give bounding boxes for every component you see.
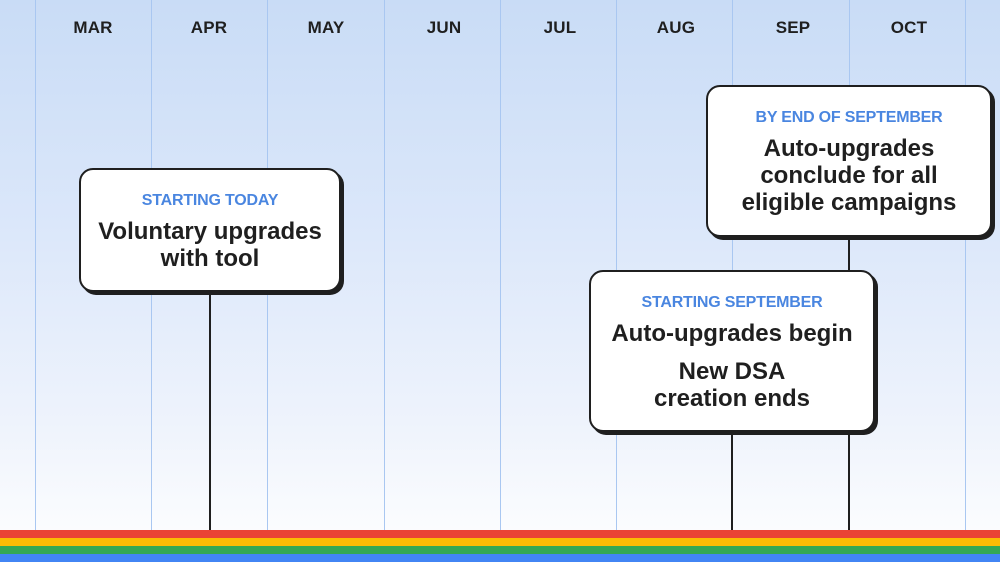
milestone-eyebrow: STARTING TODAY bbox=[141, 192, 279, 209]
month-label: APR bbox=[190, 18, 228, 37]
milestone-title-line: Voluntary upgrades bbox=[98, 218, 322, 245]
month-label: SEP bbox=[775, 18, 811, 37]
connector-begin bbox=[731, 432, 733, 530]
month-label: OCT bbox=[890, 18, 928, 37]
month-label: JUN bbox=[426, 18, 462, 37]
grid-line bbox=[616, 0, 617, 530]
milestone-title: Auto-upgrades conclude for all eligible … bbox=[708, 135, 990, 216]
stripe-red bbox=[0, 530, 1000, 538]
connector-voluntary bbox=[209, 292, 211, 530]
milestone-title-line: creation ends bbox=[653, 385, 811, 412]
grid-line bbox=[500, 0, 501, 530]
grid-line bbox=[35, 0, 36, 530]
month-label: MAY bbox=[307, 18, 345, 37]
stripe-green bbox=[0, 546, 1000, 554]
grid-line bbox=[965, 0, 966, 530]
stripe-yellow bbox=[0, 538, 1000, 546]
stripe-blue bbox=[0, 554, 1000, 562]
milestone-title-line: conclude for all bbox=[760, 162, 938, 189]
milestone-title-line: with tool bbox=[160, 245, 260, 272]
milestone-card-voluntary-upgrades: STARTING TODAY Voluntary upgrades with t… bbox=[79, 168, 341, 292]
milestone-title: Voluntary upgrades with tool bbox=[81, 218, 339, 272]
milestone-eyebrow: STARTING SEPTEMBER bbox=[641, 294, 823, 311]
milestone-eyebrow: BY END OF SEPTEMBER bbox=[755, 109, 943, 126]
month-label: JUL bbox=[543, 18, 577, 37]
milestone-title-line: Auto-upgrades bbox=[763, 135, 935, 162]
milestone-title: Auto-upgrades begin New DSA creation end… bbox=[591, 320, 873, 412]
milestone-card-auto-upgrades-conclude: BY END OF SEPTEMBER Auto-upgrades conclu… bbox=[706, 85, 992, 237]
milestone-card-auto-upgrades-begin: STARTING SEPTEMBER Auto-upgrades begin N… bbox=[589, 270, 875, 432]
milestone-title-line: Auto-upgrades begin bbox=[611, 320, 853, 347]
month-label: MAR bbox=[73, 18, 113, 37]
brand-color-stripes bbox=[0, 530, 1000, 562]
grid-line bbox=[384, 0, 385, 530]
milestone-title-line: eligible campaigns bbox=[741, 189, 957, 216]
grid-line bbox=[732, 0, 733, 530]
milestone-title-line: New DSA bbox=[678, 358, 786, 385]
month-label: AUG bbox=[656, 18, 696, 37]
